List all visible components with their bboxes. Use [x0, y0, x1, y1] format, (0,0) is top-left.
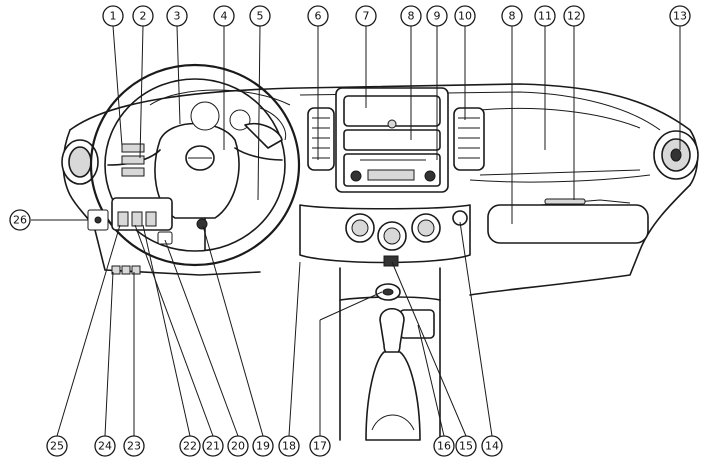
callout-23: 23 [123, 435, 145, 457]
callout-19: 19 [252, 435, 274, 457]
callout-8a: 8 [400, 5, 422, 27]
callout-4-label: 4 [221, 10, 228, 23]
callout-8b: 8 [501, 5, 523, 27]
callout-1: 1 [102, 5, 124, 27]
callout-23-label: 23 [127, 440, 141, 453]
center-vents [307, 107, 485, 171]
callout-22: 22 [179, 435, 201, 457]
callout-16-label: 16 [437, 440, 451, 453]
callout-21: 21 [202, 435, 224, 457]
callout-10: 10 [454, 5, 476, 27]
callout-25-label: 25 [50, 440, 64, 453]
callout-8a-label: 8 [408, 10, 415, 23]
callout-5-label: 5 [257, 10, 264, 23]
center-stack [335, 87, 449, 193]
gear-shift [379, 307, 405, 358]
callout-9-label: 9 [434, 10, 441, 23]
callout-18: 18 [278, 435, 300, 457]
callout-10-label: 10 [458, 10, 472, 23]
callout-17-label: 17 [313, 440, 327, 453]
callout-13-label: 13 [673, 10, 687, 23]
callout-9: 9 [426, 5, 448, 27]
callout-24-label: 24 [98, 440, 112, 453]
callout-6-label: 6 [315, 10, 322, 23]
climate-control [299, 204, 471, 267]
callout-2: 2 [132, 5, 154, 27]
lower-console [339, 267, 441, 441]
callout-12-label: 12 [567, 10, 581, 23]
callout-16: 16 [433, 435, 455, 457]
callout-15: 15 [455, 435, 477, 457]
callout-21-label: 21 [206, 440, 220, 453]
callout-19-label: 19 [256, 440, 270, 453]
callout-1-label: 1 [110, 10, 117, 23]
callout-2-label: 2 [140, 10, 147, 23]
callout-13: 13 [669, 5, 691, 27]
callout-15-label: 15 [459, 440, 473, 453]
callout-5: 5 [249, 5, 271, 27]
callout-26-label: 26 [13, 214, 27, 227]
storage-compartment [343, 129, 441, 151]
callout-20-label: 20 [231, 440, 245, 453]
callout-26: 26 [9, 209, 31, 231]
callout-12: 12 [563, 5, 585, 27]
callout-3: 3 [166, 5, 188, 27]
callout-7-label: 7 [363, 10, 370, 23]
callout-25: 25 [46, 435, 68, 457]
callout-14-label: 14 [485, 440, 499, 453]
callout-7: 7 [355, 5, 377, 27]
dashboard-body [62, 83, 699, 296]
callout-24: 24 [94, 435, 116, 457]
callout-8b-label: 8 [509, 10, 516, 23]
lower-switch-panel [87, 197, 208, 275]
leader-lines [31, 25, 681, 437]
callout-11: 11 [534, 5, 556, 27]
callout-18-label: 18 [282, 440, 296, 453]
callout-20: 20 [227, 435, 249, 457]
glove-box-handle [487, 204, 649, 244]
callout-17: 17 [309, 435, 331, 457]
right-side-vent [653, 130, 699, 180]
steering-wheel [89, 63, 301, 267]
callout-22-label: 22 [183, 440, 197, 453]
callout-14: 14 [481, 435, 503, 457]
left-side-vent [61, 139, 99, 185]
callout-3-label: 3 [174, 10, 181, 23]
callout-4: 4 [213, 5, 235, 27]
callout-6: 6 [307, 5, 329, 27]
callout-11-label: 11 [538, 10, 552, 23]
